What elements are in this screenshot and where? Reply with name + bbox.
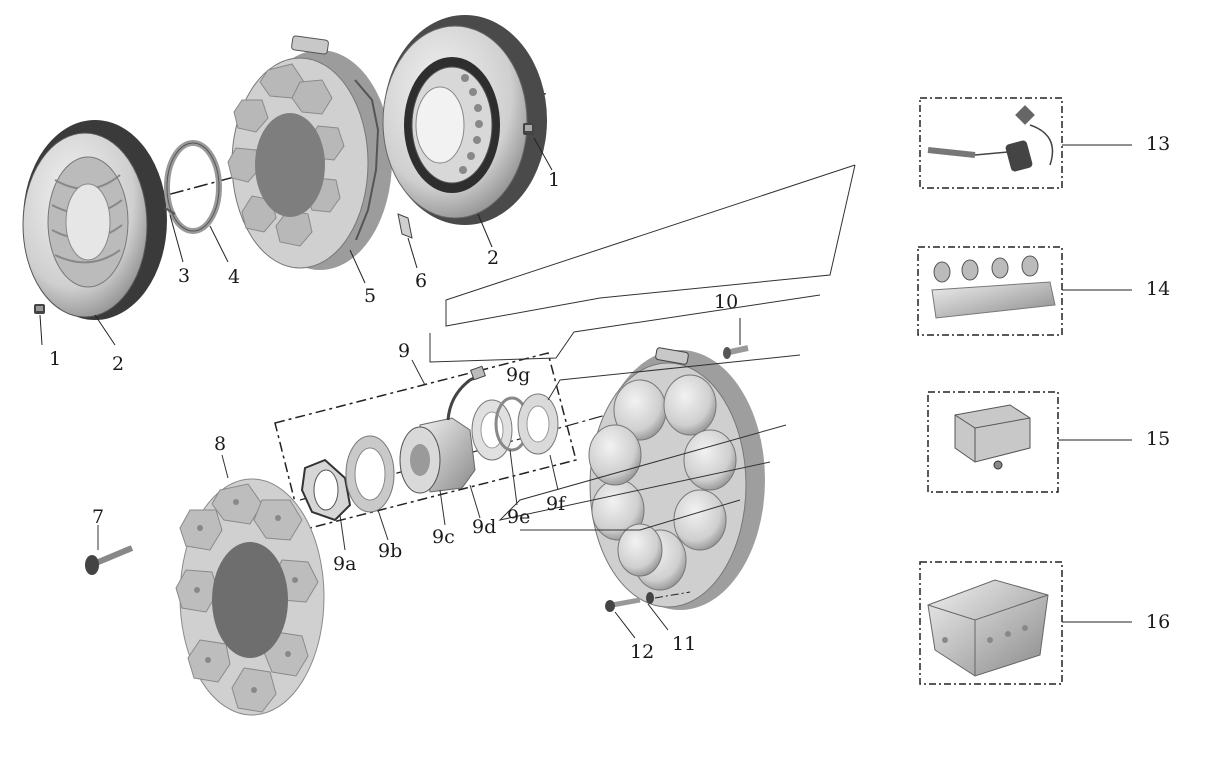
callout-8: 8 xyxy=(214,433,227,455)
part-12-screw xyxy=(605,597,641,639)
callout-9g: 9g xyxy=(506,364,531,386)
part-5-coupling-element xyxy=(227,35,392,270)
callout-16: 16 xyxy=(1146,611,1171,633)
part-1-right-nut xyxy=(523,123,534,135)
part-3-clip xyxy=(164,207,176,215)
upper-leader-lines xyxy=(39,137,553,346)
part-4-ring xyxy=(164,140,222,234)
callout-9d: 9d xyxy=(472,516,497,538)
part-11-washer xyxy=(646,591,691,631)
part-9-group-bracket xyxy=(274,352,577,531)
callout-4: 4 xyxy=(228,266,241,288)
callout-9: 9 xyxy=(398,340,411,362)
callout-3: 3 xyxy=(178,265,191,287)
part-8-coupling-disc xyxy=(175,478,325,716)
part-9c-sensor xyxy=(399,365,486,494)
callout-9f: 9f xyxy=(546,493,566,515)
callout-9e: 9e xyxy=(507,506,531,528)
part-10-bolt xyxy=(723,318,749,359)
callout-13: 13 xyxy=(1146,133,1171,155)
callout-9b: 9b xyxy=(378,540,403,562)
callout-11: 11 xyxy=(672,633,697,655)
callout-5: 5 xyxy=(364,285,377,307)
part-1-left-nut xyxy=(34,304,45,314)
part-9b-ring xyxy=(345,435,395,513)
part-6-gasket xyxy=(397,213,413,239)
part-7-bolt xyxy=(85,545,134,575)
part-14-box xyxy=(917,246,1132,336)
callout-7: 7 xyxy=(92,506,105,528)
part-2-right-housing xyxy=(382,15,547,225)
callout-12: 12 xyxy=(630,641,655,663)
callout-1-right: 1 xyxy=(548,169,561,191)
part-9d-ring xyxy=(471,399,513,461)
part-2-left-fan-cover xyxy=(22,120,167,320)
lower-right-coupling-housing xyxy=(588,347,765,610)
callout-2-left: 2 xyxy=(112,353,125,375)
callout-6: 6 xyxy=(415,270,428,292)
part-9a-hex-nut xyxy=(300,458,352,522)
callout-15: 15 xyxy=(1146,428,1171,450)
callout-9a: 9a xyxy=(333,553,357,575)
callout-14: 14 xyxy=(1146,278,1171,300)
callout-1-left: 1 xyxy=(49,348,62,370)
callout-2-right: 2 xyxy=(487,247,500,269)
part-16-box xyxy=(919,561,1132,685)
callout-10: 10 xyxy=(714,291,739,313)
part-9f-ring xyxy=(517,393,559,455)
part-13-box xyxy=(919,97,1132,189)
lower-leader-lines xyxy=(97,164,856,551)
part-15-box xyxy=(927,391,1132,493)
callout-9c: 9c xyxy=(432,526,455,548)
